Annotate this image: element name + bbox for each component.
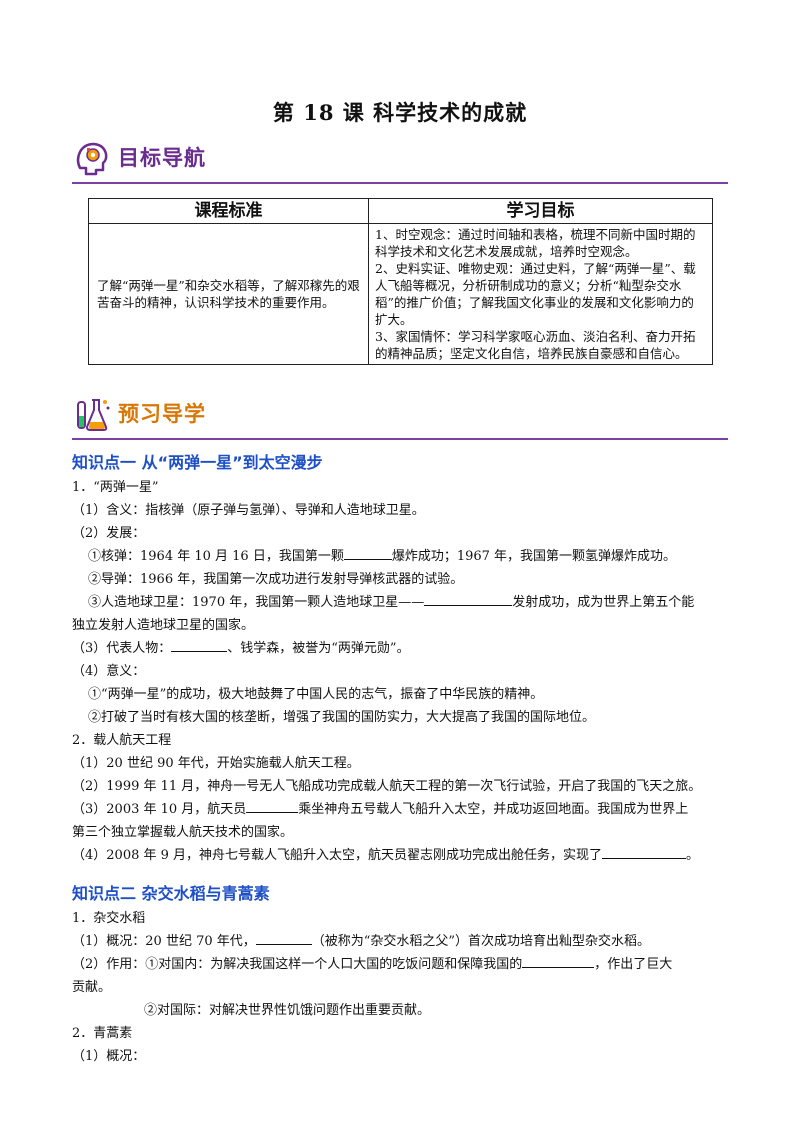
section-header-goal: 目标导航 <box>72 138 728 184</box>
text-segment: （4）2008 年 9 月，神舟七号载人飞船升入太空，航天员翟志刚成功完成出舱任… <box>72 848 603 863</box>
table-header-standard: 课程标准 <box>88 198 369 224</box>
fill-blank[interactable] <box>602 846 687 859</box>
text-line: 1．“两弹一星” <box>72 480 159 495</box>
text-segment: （2）作用：①对国内：为解决我国这样一个人口大国的吃饭问题和保障我国的 <box>72 957 523 972</box>
text-line: 第三个独立掌握载人航天技术的国家。 <box>72 825 294 840</box>
text-segment: （1）概况：20 世纪 70 年代， <box>72 934 256 949</box>
text-segment: 爆炸成功；1967 年，我国第一颗氢弹爆炸成功。 <box>391 549 677 564</box>
text-line: 2．载人航天工程 <box>72 733 172 748</box>
text-segment: ，作出了巨大 <box>594 957 673 972</box>
text-line: ②导弹：1966 年，我国第一次成功进行发射导弹核武器的试验。 <box>88 572 464 587</box>
text-line: 2．青蒿素 <box>72 1026 133 1041</box>
section-label-goal: 目标导航 <box>118 146 206 170</box>
text-line: （2）发展： <box>72 526 146 541</box>
fill-blank[interactable] <box>343 547 392 560</box>
text-segment: （3）2003 年 10 月，航天员 <box>72 802 247 817</box>
fill-blank[interactable] <box>424 593 513 606</box>
curriculum-table: 课程标准 学习目标 了解“两弹一星”和杂交水稻等，了解邓稼先的艰苦奋斗的精神，认… <box>88 198 713 365</box>
section-divider <box>72 438 728 440</box>
learning-target-item: 1、时空观念：通过时间轴和表格，梳理不同新中国时期的科学技术和文化艺术发展成就，… <box>375 227 696 259</box>
learning-target-item: 3、家国情怀：学习科学家呕心沥血、淡泊名利、奋力开拓的精神品质；坚定文化自信，培… <box>375 329 696 361</box>
text-segment: 。 <box>686 848 700 863</box>
text-segment: ③人造地球卫星：1970 年，我国第一颗人造地球卫星—— <box>88 595 425 610</box>
text-segment: 乘坐神舟五号载人飞船升入太空，并成功返回地面。我国成为世界上 <box>298 802 689 817</box>
text-line: （1）含义：指核弹（原子弹与氢弹）、导弹和人造地球卫星。 <box>72 503 425 518</box>
text-line: 独立发射人造地球卫星的国家。 <box>72 618 255 633</box>
text-line: （3）2003 年 10 月，航天员 乘坐神舟五号载人飞船升入太空，并成功返回地面… <box>72 798 688 817</box>
brain-gear-icon <box>76 142 108 176</box>
text-line: ②对国际：对解决世界性饥饿问题作出重要贡献。 <box>144 1003 431 1018</box>
text-line: （4）意义： <box>72 664 146 679</box>
text-line: （1）概况： <box>72 1049 146 1064</box>
knowledge-point-heading: 知识点一 从“两弹一星”到太空漫步 <box>72 453 323 472</box>
fill-blank[interactable] <box>255 932 312 945</box>
text-segment: ①核弹：1964 年 10 月 16 日，我国第一颗 <box>88 549 344 564</box>
text-segment: （3）代表人物： <box>72 641 172 656</box>
text-line: ①核弹：1964 年 10 月 16 日，我国第一颗 爆炸成功；1967 年，我国… <box>88 545 676 564</box>
page-title: 第 18 课 科学技术的成就 <box>272 100 528 125</box>
text-line: （3）代表人物： 、钱学森，被誉为“两弹元勋”。 <box>72 637 410 656</box>
section-divider <box>72 182 728 184</box>
text-line: ③人造地球卫星：1970 年，我国第一颗人造地球卫星—— 发射成功，成为世界上第五… <box>88 591 694 610</box>
fill-blank[interactable] <box>246 800 299 813</box>
learning-target-item: 2、史料实证、唯物史观：通过史料，了解“两弹一星”、载人飞船等概况，分析研制成功… <box>375 261 696 327</box>
text-line: 1．杂交水稻 <box>72 911 146 926</box>
knowledge-point-heading: 知识点二 杂交水稻与青蒿素 <box>72 884 270 903</box>
text-segment: 发射成功，成为世界上第五个能 <box>512 595 695 610</box>
text-line: ②打破了当时有核大国的核垄断，增强了我国的国防实力，大大提高了我国的国际地位。 <box>88 710 596 725</box>
text-line: （1）概况：20 世纪 70 年代， （被称为“杂交水稻之父”）首次成功培育出籼型… <box>72 930 650 949</box>
section-label-preview: 预习导学 <box>118 402 206 426</box>
text-line: （1）20 世纪 90 年代，开始实施载人航天工程。 <box>72 756 360 771</box>
lab-flask-icon <box>77 399 110 431</box>
text-line: （4）2008 年 9 月，神舟七号载人飞船升入太空，航天员翟志刚成功完成出舱任… <box>72 844 699 863</box>
fill-blank[interactable] <box>522 955 595 968</box>
learning-target-cell: 1、时空观念：通过时间轴和表格，梳理不同新中国时期的科学技术和文化艺术发展成就，… <box>368 223 713 365</box>
text-line: （2）1999 年 11 月，神舟一号无人飞船成功完成载人航天工程的第一次飞行试… <box>72 779 702 794</box>
text-segment: （被称为“杂交水稻之父”）首次成功培育出籼型杂交水稻。 <box>311 934 651 949</box>
text-segment: 、钱学森，被誉为“两弹元勋”。 <box>227 641 410 656</box>
text-line: 贡献。 <box>72 980 112 995</box>
fill-blank[interactable] <box>171 639 228 652</box>
section-header-preview: 预习导学 <box>72 394 728 440</box>
text-line: ①“两弹一星”的成功，极大地鼓舞了中国人民的志气，振奋了中华民族的精神。 <box>88 687 544 702</box>
table-header-target: 学习目标 <box>368 198 713 224</box>
text-line: （2）作用：①对国内：为解决我国这样一个人口大国的吃饭问题和保障我国的 ，作出了巨… <box>72 953 672 972</box>
curriculum-standard-cell: 了解“两弹一星”和杂交水稻等，了解邓稼先的艰苦奋斗的精神，认识科学技术的重要作用… <box>88 223 369 365</box>
